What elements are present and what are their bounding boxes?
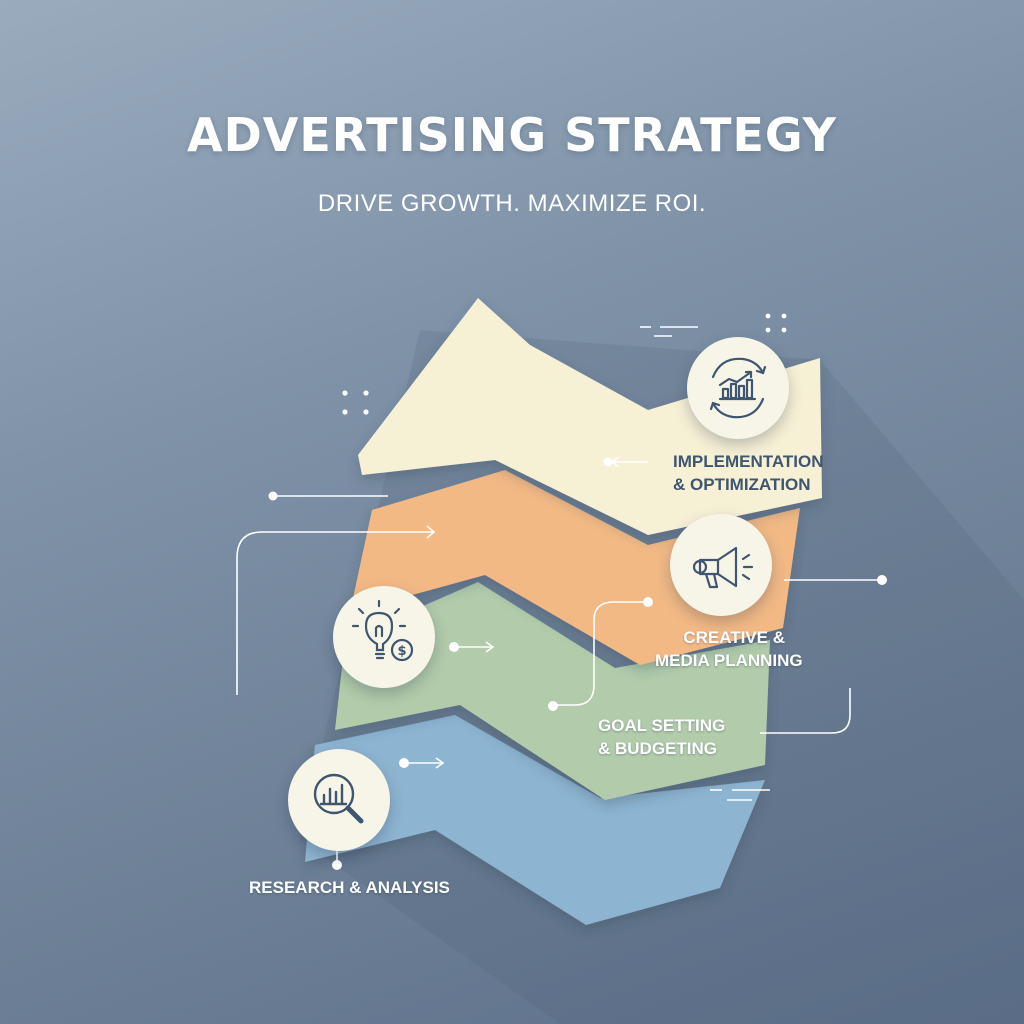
connector-lines xyxy=(236,326,880,862)
stage-label-creative-line1: CREATIVE & xyxy=(683,628,785,647)
stage-label-implementation-line2: & OPTIMIZATION xyxy=(673,475,811,494)
creative-icon-circle xyxy=(670,514,772,616)
stage-label-creative: CREATIVE & MEDIA PLANNING xyxy=(655,626,803,672)
page-subtitle: DRIVE GROWTH. MAXIMIZE ROI. xyxy=(317,190,707,217)
stage-label-implementation: IMPLEMENTATION & OPTIMIZATION xyxy=(673,450,823,496)
stage-label-research-line1: RESEARCH & ANALYSIS xyxy=(249,878,450,897)
stage-band-research xyxy=(305,715,765,925)
stage-label-implementation-line1: IMPLEMENTATION xyxy=(673,452,824,471)
stage-label-goal-line1: GOAL SETTING xyxy=(598,716,726,735)
stage-label-research: RESEARCH & ANALYSIS xyxy=(249,876,450,899)
magnifier-chart-icon xyxy=(313,773,364,824)
stage-label-goal: GOAL SETTING & BUDGETING xyxy=(598,714,725,760)
lightbulb-dollar-icon: $ xyxy=(351,599,414,662)
megaphone-icon xyxy=(692,546,754,589)
research-icon-circle xyxy=(288,749,390,851)
svg-text:$: $ xyxy=(397,644,406,659)
stage-band-implementation xyxy=(358,298,822,535)
connector-dots xyxy=(268,457,887,870)
implementation-icon-circle xyxy=(687,337,789,439)
cycle-chart-icon xyxy=(709,357,767,419)
stage-band-goal xyxy=(335,582,770,800)
page-title: ADVERTISING STRATEGY xyxy=(187,108,837,162)
stage-label-creative-line2: MEDIA PLANNING xyxy=(655,651,803,670)
stage-label-goal-line2: & BUDGETING xyxy=(598,739,717,758)
decorative-dots xyxy=(342,313,787,415)
stage-band-creative xyxy=(350,470,800,665)
goal-icon-circle: $ xyxy=(333,586,435,688)
